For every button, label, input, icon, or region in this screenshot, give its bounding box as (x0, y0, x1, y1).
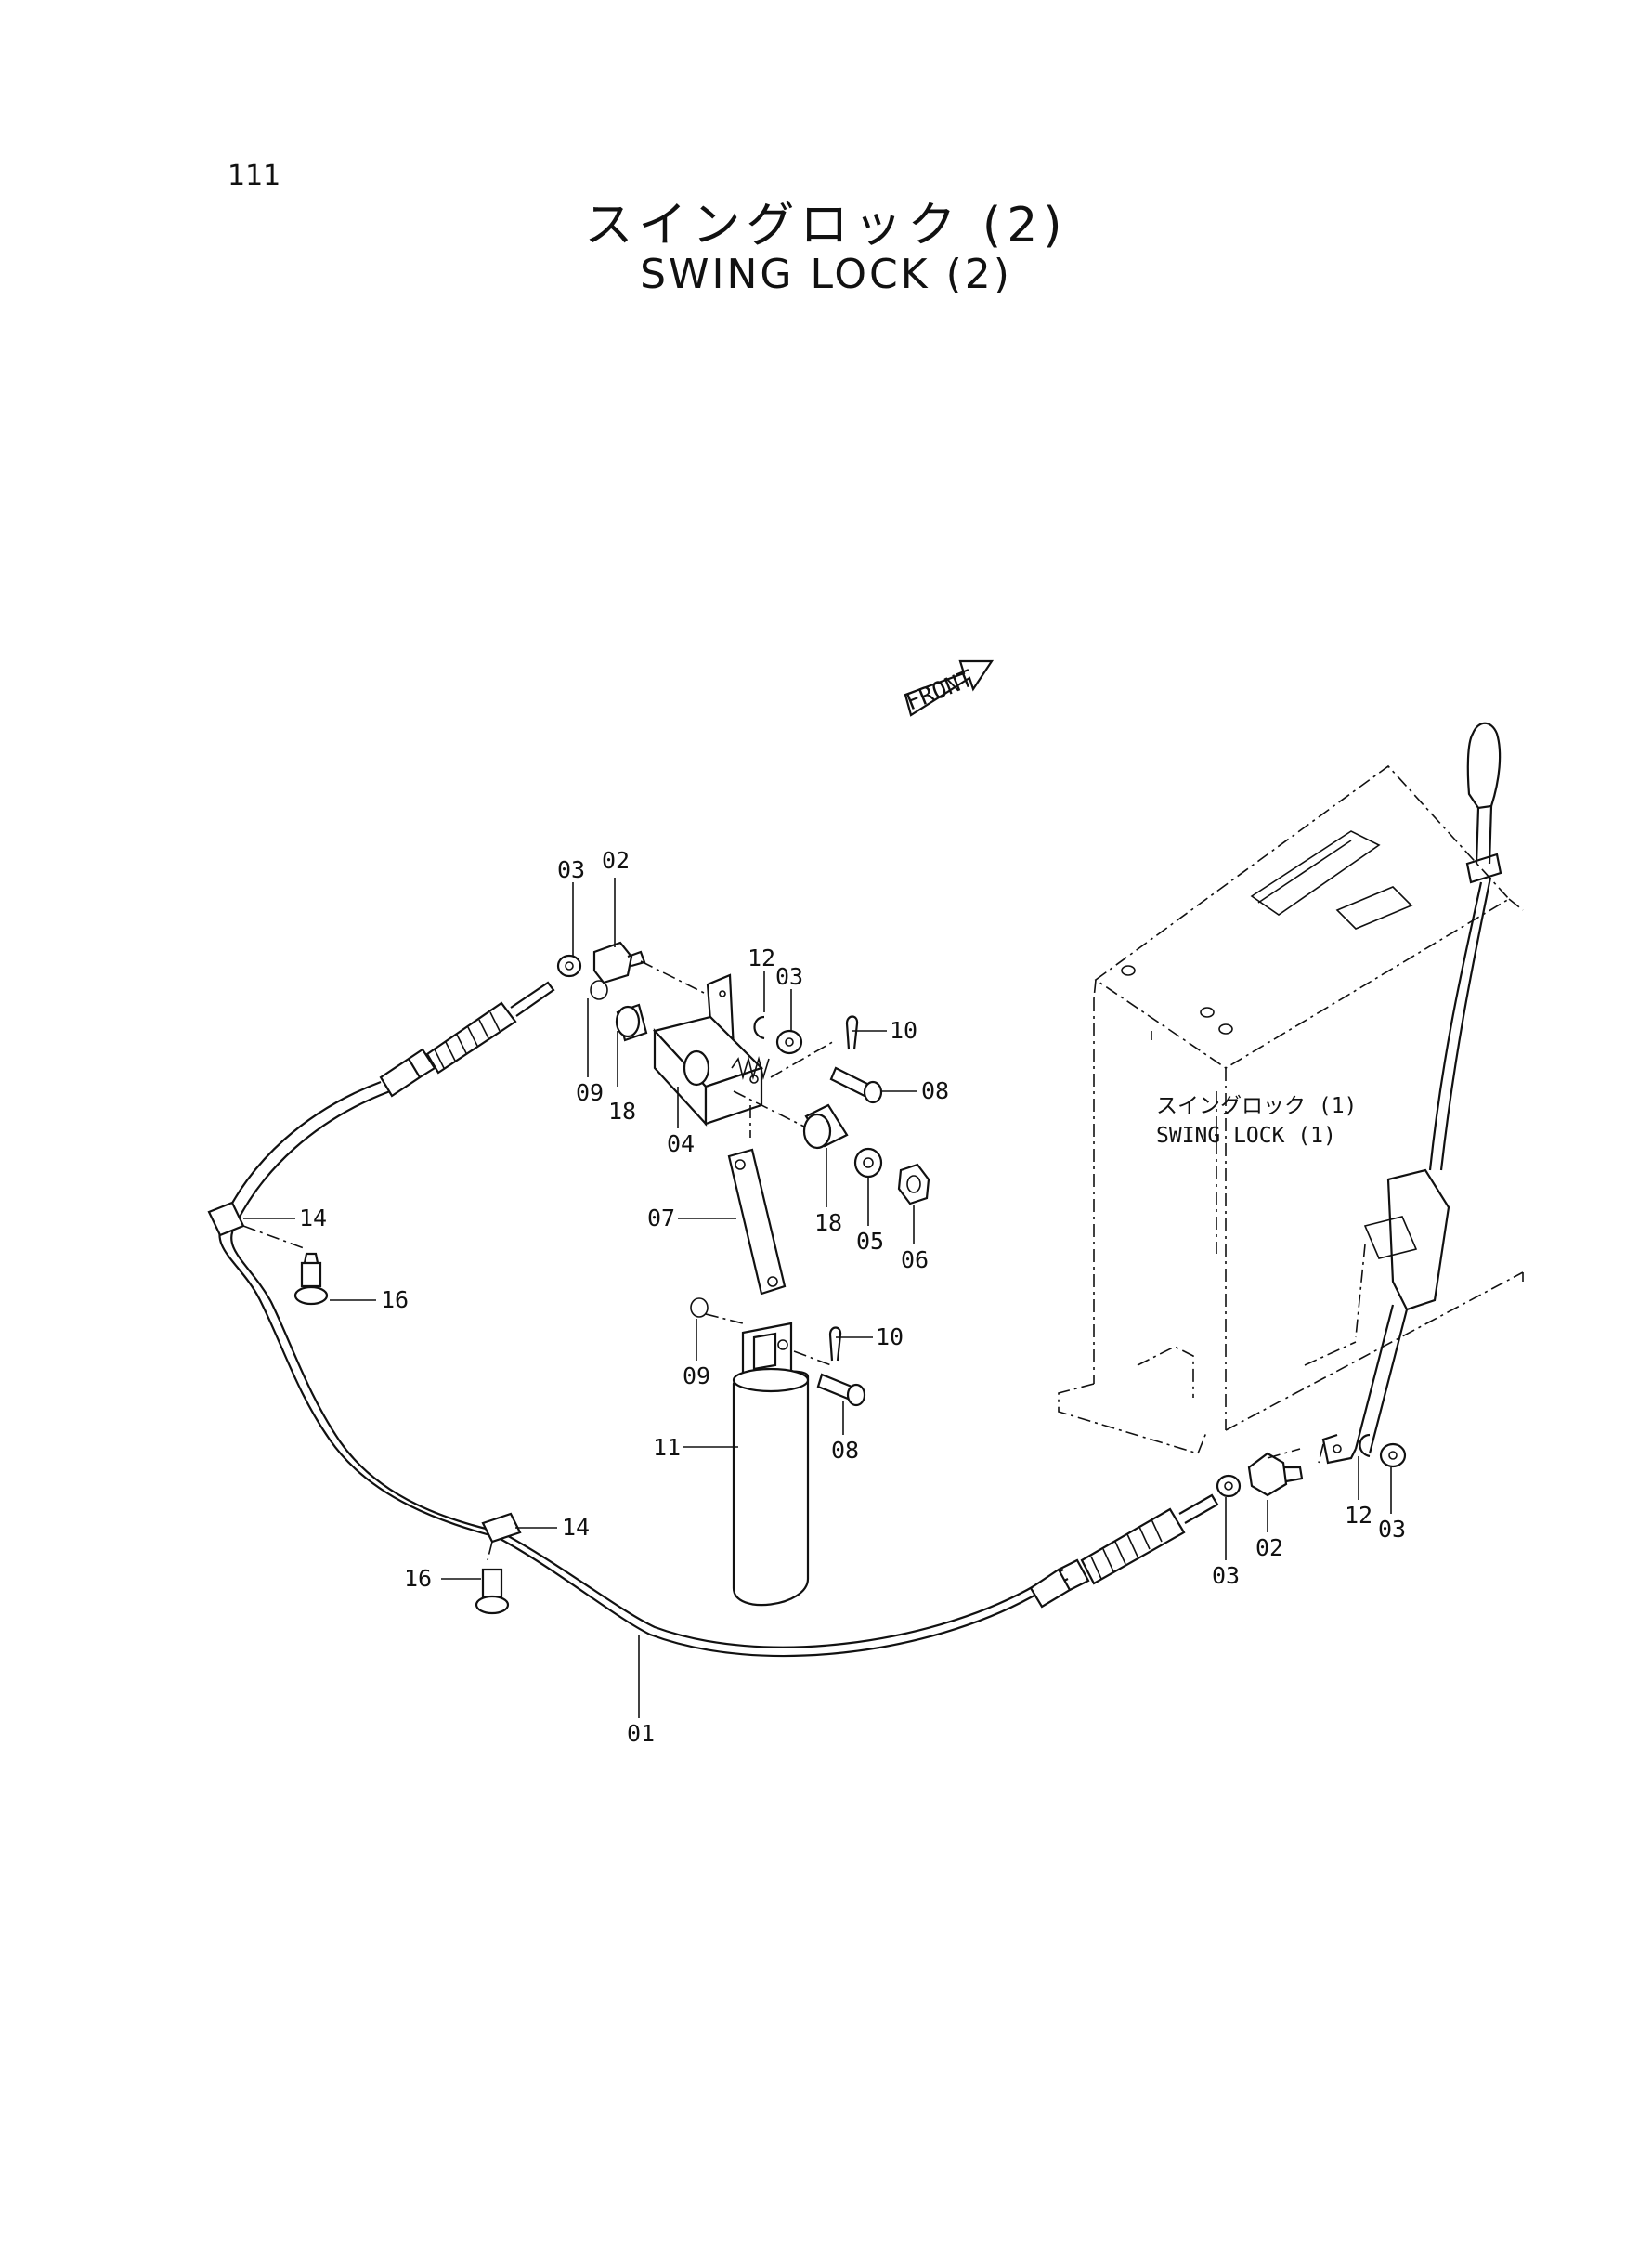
label-16: 16 (381, 1286, 409, 1313)
clamp-14-lower (475, 1512, 522, 1615)
label-04: 04 (667, 1130, 695, 1157)
label-02: 02 (602, 847, 630, 874)
label-16: 16 (404, 1565, 432, 1592)
label-10: 10 (890, 1017, 917, 1044)
label-08: 08 (921, 1077, 949, 1104)
label-10: 10 (876, 1323, 904, 1350)
page-title-japanese: スイングロック (2) (584, 198, 1068, 254)
label-14: 14 (562, 1514, 590, 1541)
label-05: 05 (856, 1228, 884, 1255)
label-03: 03 (775, 963, 803, 990)
lever-bracket-04 (652, 973, 837, 1138)
lower-joint-parts (1216, 1433, 1407, 1498)
label-06: 06 (901, 1246, 929, 1273)
link-plate-07 (690, 1148, 787, 1324)
label-08: 08 (831, 1437, 859, 1464)
label-12: 12 (748, 945, 775, 971)
leader-lines (243, 878, 1392, 1718)
clamp-14-upper (207, 1201, 329, 1306)
label-07: 07 (647, 1205, 675, 1231)
front-arrow-icon: FRONT (902, 659, 995, 717)
swing-lock-lever (1428, 722, 1502, 1171)
reference-label-english: SWING LOCK (1) (1156, 1124, 1336, 1148)
page-title-english: SWING LOCK (2) (640, 251, 1012, 298)
cylinder-11 (732, 1322, 866, 1607)
label-14: 14 (299, 1205, 327, 1231)
label-11: 11 (653, 1434, 681, 1461)
upper-joint-parts (556, 941, 803, 1055)
upper-pins (802, 1015, 930, 1205)
label-03: 03 (1212, 1562, 1240, 1589)
part-labels: 03 02 12 03 10 08 09 18 04 18 05 06 07 0… (299, 847, 1406, 1747)
label-09: 09 (576, 1079, 604, 1106)
console-bracket (1318, 1168, 1450, 1465)
label-01: 01 (627, 1720, 655, 1747)
page-number: 111 (228, 160, 281, 192)
label-03: 03 (557, 856, 585, 883)
label-18: 18 (814, 1209, 842, 1236)
label-18: 18 (608, 1098, 636, 1125)
label-02: 02 (1255, 1534, 1283, 1561)
reference-label-japanese: スイングロック (1) (1156, 1094, 1357, 1118)
label-09: 09 (683, 1362, 710, 1389)
swing-lock-1-console (1058, 764, 1524, 1454)
front-marker-label: FRONT (902, 664, 977, 715)
label-12: 12 (1345, 1502, 1372, 1529)
label-03: 03 (1378, 1516, 1406, 1543)
